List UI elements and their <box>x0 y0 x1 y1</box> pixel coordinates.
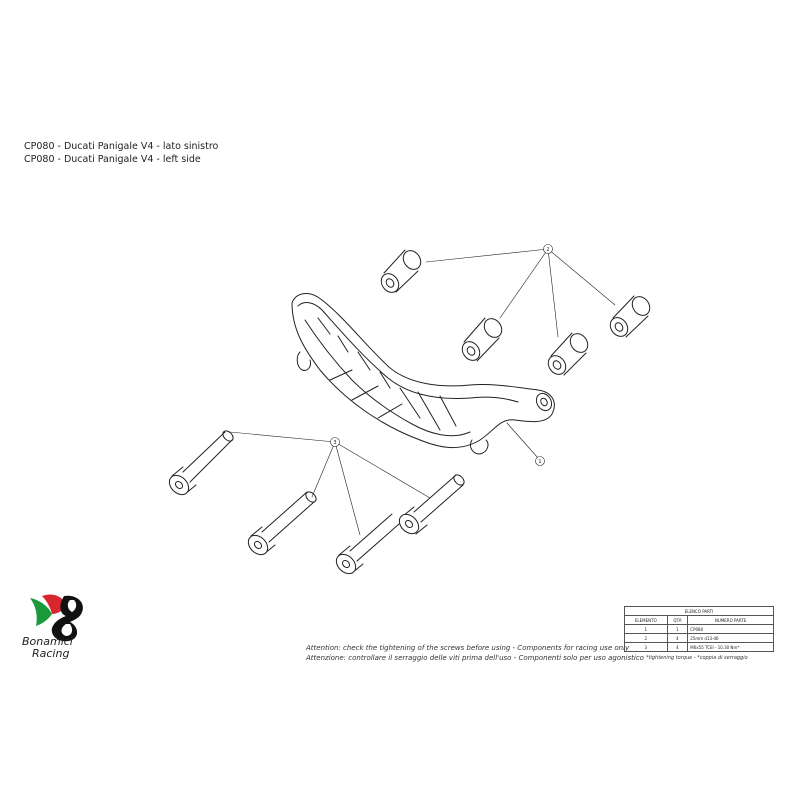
brand-name-line2: Racing <box>32 647 70 660</box>
parts-cell-qty: 4 <box>666 642 689 652</box>
table-row: 1 1 CP080 <box>624 624 774 634</box>
parts-header-part-number: NUMERO PARTE <box>687 615 774 625</box>
screw-1 <box>168 430 234 496</box>
screw-4 <box>398 474 465 535</box>
parts-cell-element: 3 <box>624 642 668 652</box>
note-italian: Attenzione: controllare il serraggio del… <box>306 653 644 662</box>
parts-cell-element: 2 <box>624 633 668 643</box>
parts-header-qty: QTÀ <box>666 615 689 625</box>
table-row: 3 4 M6x55 TCEI - 10.30 Nm* <box>624 642 774 652</box>
callout-balloon-1 <box>535 456 545 466</box>
callout-balloon-3 <box>330 437 340 447</box>
parts-list-table: ELENCO PARTI ELEMENTO QTÀ NUMERO PARTE 1… <box>624 606 774 652</box>
parts-cell-part-number: 25mm d13-d6 <box>687 633 774 643</box>
brand-name-line1: Bonamici <box>22 635 73 648</box>
parts-table-caption: ELENCO PARTI <box>624 606 774 616</box>
spacer-4 <box>609 295 651 338</box>
parts-cell-qty: 1 <box>666 624 689 634</box>
callout-number-2: 2 <box>546 247 549 253</box>
guard-leader-line <box>506 422 539 459</box>
brand-wordmark: Bonamici Racing <box>22 636 73 660</box>
spacer-leader-lines <box>425 248 616 338</box>
spacer-3 <box>547 332 589 376</box>
drawing-title: CP080 - Ducati Panigale V4 - lato sinist… <box>24 140 218 166</box>
callout-balloon-2 <box>543 244 553 254</box>
safety-notes: Attention: check the tightening of the s… <box>306 644 644 663</box>
spacer-2 <box>461 317 503 362</box>
bonamici-logo-icon <box>30 594 83 642</box>
parts-cell-part-number: M6x55 TCEI - 10.30 Nm* <box>687 642 774 652</box>
callout-number-1: 1 <box>538 459 541 465</box>
screw-2 <box>247 491 317 556</box>
parts-cell-qty: 4 <box>666 633 689 643</box>
screw-leader-lines <box>229 431 431 536</box>
spacer-1 <box>380 249 422 293</box>
engine-guard <box>291 293 555 455</box>
note-english: Attention: check the tightening of the s… <box>306 644 630 652</box>
torque-footnote: *tightening torque - *coppia di serraggi… <box>646 655 748 661</box>
parts-header-element: ELEMENTO <box>624 615 668 625</box>
callout-number-3: 3 <box>333 440 336 446</box>
table-row: 2 4 25mm d13-d6 <box>624 633 774 643</box>
parts-cell-part-number: CP080 <box>687 624 774 634</box>
title-english: CP080 - Ducati Panigale V4 - left side <box>24 154 201 165</box>
screw-3 <box>335 513 400 575</box>
title-italian: CP080 - Ducati Panigale V4 - lato sinist… <box>24 141 219 152</box>
parts-cell-element: 1 <box>624 624 668 634</box>
